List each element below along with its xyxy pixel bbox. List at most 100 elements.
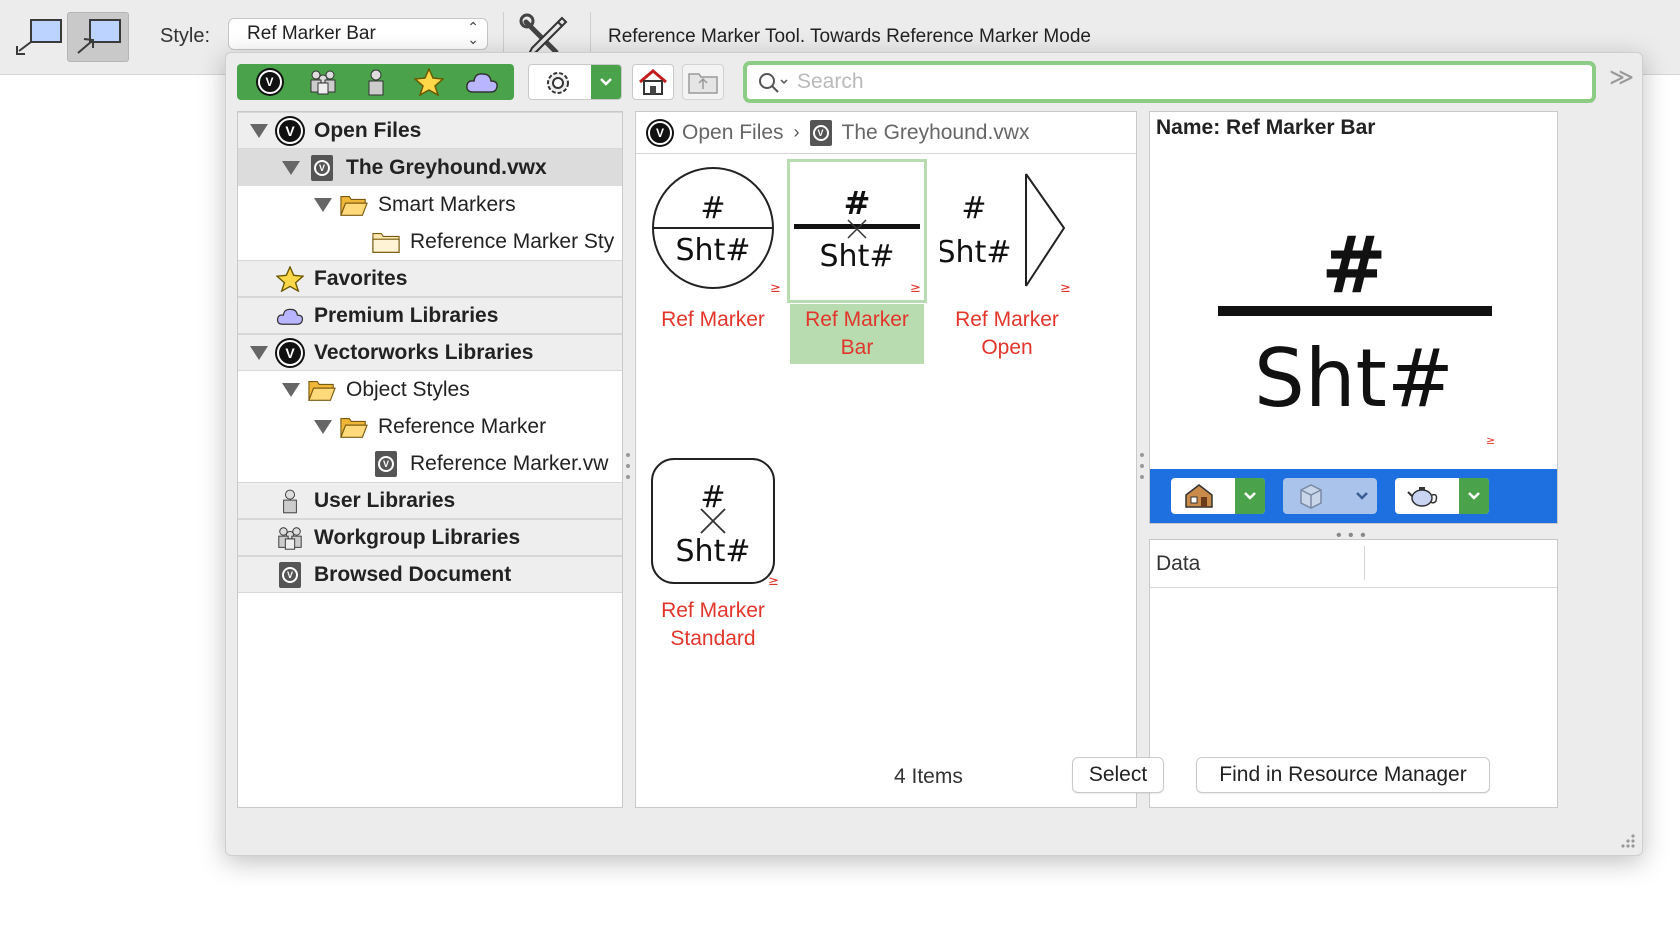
disclosure-triangle-icon[interactable] <box>282 160 300 175</box>
folder-open-icon <box>340 413 368 441</box>
preview-number: # <box>1321 221 1386 311</box>
tree-item-reference-marker-sty[interactable]: Reference Marker Sty <box>238 223 622 260</box>
disclosure-triangle-icon[interactable] <box>314 419 332 434</box>
workgroup-library-button[interactable] <box>306 67 340 97</box>
tree-item-label: Smart Markers <box>378 192 516 216</box>
towards-reference-marker-mode-button[interactable] <box>67 12 129 62</box>
resource-label: Ref Marker Bar <box>790 304 924 364</box>
vectorworks-library-button[interactable]: V <box>253 67 287 97</box>
render-mode-bar <box>1150 469 1557 523</box>
tree-item-label: Workgroup Libraries <box>314 525 521 549</box>
wireframe-render-button[interactable] <box>1283 478 1377 514</box>
vectorworks-logo-icon: V <box>276 117 304 145</box>
user-library-button[interactable] <box>359 67 393 97</box>
vwx-file-icon: V <box>372 450 400 478</box>
tree-item-browsed-document[interactable]: V Browsed Document <box>238 556 622 593</box>
tree-item-reference-marker[interactable]: Reference Marker <box>238 408 622 445</box>
thumb-sheet: Sht# <box>940 235 1011 270</box>
chevron-down-icon[interactable] <box>591 65 621 99</box>
more-options-icon[interactable]: ≫ <box>1609 64 1635 91</box>
cloud-library-button[interactable] <box>465 67 499 97</box>
disclosure-triangle-icon[interactable] <box>250 345 268 360</box>
search-box[interactable] <box>743 61 1596 103</box>
preview-ref-marker-bar: # Sht# ≥ <box>1218 221 1495 447</box>
breadcrumb-root[interactable]: Open Files <box>682 120 784 144</box>
vectorworks-logo-icon: V <box>648 120 672 145</box>
gear-icon <box>547 72 569 94</box>
resize-grip-icon[interactable] <box>1620 833 1636 849</box>
cloud-icon <box>276 302 304 330</box>
column-divider <box>1364 546 1365 580</box>
find-in-resource-manager-button[interactable]: Find in Resource Manager <box>1196 757 1490 793</box>
tree-item-user-libraries[interactable]: User Libraries <box>238 482 622 519</box>
vectorworks-logo-icon: V <box>276 339 304 367</box>
favorites-star-icon <box>413 68 444 96</box>
toolbar-divider <box>590 12 591 60</box>
tree-item-workgroup-libraries[interactable]: Workgroup Libraries <box>238 519 622 556</box>
breadcrumb-current[interactable]: The Greyhound.vwx <box>841 120 1030 144</box>
breadcrumb: V Open Files › V The Greyhound.vwx <box>636 112 1136 154</box>
tree-item-label: Vectorworks Libraries <box>314 340 534 364</box>
renderworks-render-button[interactable] <box>1395 478 1489 514</box>
vectorworks-logo-icon: V <box>257 70 282 94</box>
tree-item-smart-markers[interactable]: Smart Markers <box>238 186 622 223</box>
updown-chevron-icon: ⌃⌄ <box>467 19 479 47</box>
splitter-handle[interactable] <box>626 453 630 479</box>
marker-mode-icon <box>16 19 62 55</box>
tree-item-premium-libraries[interactable]: Premium Libraries <box>238 297 622 334</box>
thumb-badge: ≥ <box>768 574 779 589</box>
resource-thumbnail: # Sht# ≥ <box>937 162 1074 300</box>
style-select-value: Ref Marker Bar <box>247 23 376 44</box>
folder-icon <box>372 228 400 256</box>
resource-tile[interactable]: # Sht# ≥Ref Marker <box>646 162 781 336</box>
settings-menu-button[interactable] <box>528 64 622 100</box>
disclosure-triangle-icon[interactable] <box>282 382 300 397</box>
folder-icon <box>688 73 718 94</box>
thumb-badge: ≥ <box>910 281 921 296</box>
tree-item-label: Object Styles <box>346 377 470 401</box>
chevron-down-icon[interactable] <box>1459 478 1489 514</box>
resource-label: Ref Marker <box>661 308 765 331</box>
disclosure-triangle-icon[interactable] <box>314 197 332 212</box>
tree-item-vectorworks-libraries[interactable]: V Vectorworks Libraries <box>238 334 622 371</box>
resource-thumbnail: # Sht# ≥ <box>646 453 780 591</box>
preview-badge: ≥ <box>1486 434 1495 447</box>
splitter-handle[interactable] <box>1140 453 1144 479</box>
shaded-render-button[interactable] <box>1171 478 1265 514</box>
vwx-file-icon: V <box>276 561 304 589</box>
disclosure-triangle-icon[interactable] <box>250 123 268 138</box>
tree-item-open-files[interactable]: V Open Files <box>238 112 622 149</box>
tree-item-favorites[interactable]: Favorites <box>238 260 622 297</box>
resource-tile[interactable]: # Sht# ≥Ref Marker Open <box>937 162 1074 364</box>
tree-item-label: Reference Marker Sty <box>410 229 615 253</box>
tree-item-label: Open Files <box>314 118 422 142</box>
star-icon <box>276 265 304 293</box>
thumb-badge: ≥ <box>770 281 780 296</box>
data-panel-header: Data <box>1150 540 1557 588</box>
thumb-sheet: Sht# <box>676 534 751 569</box>
resource-grid: V Open Files › V The Greyhound.vwx # Sht… <box>635 111 1137 808</box>
browse-folder-button[interactable] <box>682 64 724 100</box>
chevron-down-icon[interactable] <box>1235 478 1265 514</box>
style-select[interactable]: Ref Marker Bar ⌃⌄ <box>228 18 488 50</box>
resource-tile[interactable]: # Sht# ≥Ref Marker Bar <box>787 159 927 364</box>
folder-open-icon <box>308 376 336 404</box>
workgroup-icon <box>310 70 335 95</box>
search-input[interactable] <box>797 68 1577 96</box>
search-icon <box>759 73 788 93</box>
tree-item-object-styles[interactable]: Object Styles <box>238 371 622 408</box>
resource-tile[interactable]: # Sht# ≥Ref Marker Standard <box>646 453 780 655</box>
select-button[interactable]: Select <box>1072 757 1164 793</box>
home-button[interactable] <box>632 64 674 100</box>
vwx-file-icon: V <box>308 154 336 182</box>
marker-mode-button[interactable] <box>8 12 70 62</box>
favorites-library-button[interactable] <box>412 67 446 97</box>
thumb-sheet: Sht# <box>676 233 751 268</box>
chevron-down-icon[interactable] <box>1347 478 1377 514</box>
tree-item-label: Browsed Document <box>314 562 512 586</box>
folder-open-icon <box>340 191 368 219</box>
toolbar-divider <box>503 12 504 60</box>
